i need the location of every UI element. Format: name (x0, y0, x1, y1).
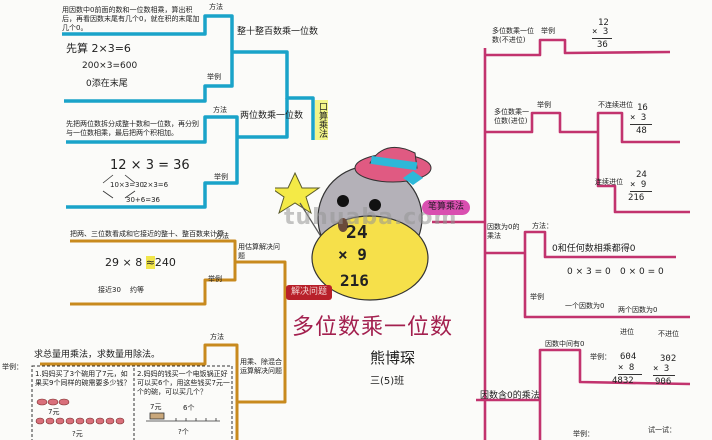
written-sub1-calc-mid: × 3 (592, 27, 613, 39)
oral-sub1-example-line2: 200×3=600 (82, 61, 138, 71)
written-sub4-b-top: 302 (660, 354, 677, 364)
written-sub2-b-result: 216 (628, 193, 645, 203)
written-sub4-label[interactable]: 因数含0的乘法 (480, 391, 540, 401)
written-sub4-branch-tag: 因数中间有0 (545, 340, 585, 348)
written-sub2-a-result: 48 (636, 126, 647, 136)
branch-solve-label[interactable]: 解决问题 (286, 285, 333, 300)
oral-sub2-label[interactable]: 两位数乘一位数 (240, 111, 304, 121)
solve-sub1-method-text: 把两、三位数看成和它接近的整十、整百数来计算 (70, 230, 224, 238)
number-line-diagram (146, 412, 220, 422)
written-sub2-label[interactable]: 多位数乘一位数(进位) (494, 108, 529, 125)
branch-oral-label[interactable]: 口算乘法 (315, 100, 328, 140)
oral-sub2-split-sum: 30+6=36 (126, 196, 160, 204)
written-sub2-a-top: 16 (637, 103, 648, 113)
solve-sub2-label[interactable]: 用乘、除混合运算解决问题 (240, 358, 282, 375)
written-sub4-a-note: 进位 (620, 328, 634, 336)
oral-sub1-method-tag: 方法 (209, 3, 223, 11)
oral-sub1-example-line3: 0添在末尾 (86, 79, 128, 89)
class-label: 三(5)班 (370, 376, 405, 387)
written-sub4-a-top: 604 (620, 352, 637, 362)
hamster-belly (311, 215, 429, 301)
solve-branch-lines (40, 239, 287, 440)
written-sub2-branch-a-tag: 不连续进位 (598, 101, 633, 109)
written-sub4-b-mid: × 3 (653, 364, 676, 376)
solve-sub1-example-tag: 举例 (208, 275, 222, 283)
split-diagram-lines (102, 174, 136, 199)
written-sub2-b-mid: × 9 (630, 180, 653, 192)
written-sub3-ex-b-note: 两个因数为0 (618, 306, 658, 314)
center-calc-top: 24 (346, 222, 368, 243)
oral-sub2-split-right: 2×3=6 (143, 181, 169, 189)
q1-label-a: 7元 (48, 408, 60, 416)
written-sub4-example-tag: 举例： (590, 353, 611, 361)
written-sub2-branch-b-tag: 连续进位 (595, 178, 623, 186)
written-sub3-ex-a-note: 一个因数为0 (565, 302, 605, 310)
written-sub4-b-result: 906 (655, 377, 672, 387)
written-sub1-example-tag: 举例 (541, 27, 555, 35)
written-sub3-ex-a: 0 × 3 = 0 (567, 267, 611, 277)
written-sub3-method-tag: 方法： (532, 222, 553, 230)
oral-sub2-method-tag: 方法 (213, 106, 227, 114)
page-title: 多位数乘一位数 (292, 315, 454, 340)
q1-label-b: ?元 (72, 430, 83, 438)
oral-sub1-label[interactable]: 整十整百数乘一位数 (237, 27, 319, 37)
written-sub2-b-top: 24 (636, 170, 647, 180)
solve-sub2-method-text: 求总量用乘法，求数量用除法。 (34, 350, 161, 360)
solve-sub2-question1: 1.妈妈买了3个碗用了7元，如果买9个同样的碗需要多少钱？ (35, 370, 131, 387)
mascot-illustration (275, 146, 432, 301)
oral-sub1-example-tag: 举例 (207, 73, 221, 81)
center-calc-result: 216 (340, 271, 369, 290)
written-sub4-a-result: 4832 (612, 376, 634, 386)
solve-sub2-example-tag: 举例： (2, 363, 23, 371)
written-sub4-a-mid: × 8 (618, 363, 643, 375)
oral-sub1-method-text: 用因数中0前面的数和一位数相乘，算出积后，再看因数末尾有几个0，就在积的末尾加几… (62, 6, 200, 32)
q2-label-b: 6个 (183, 404, 195, 412)
bowl-diagram (35, 398, 125, 425)
center-calc-mid: × 9 (338, 245, 367, 264)
q2-label-a: 7元 (150, 403, 162, 411)
right-eye (369, 199, 381, 211)
written-sub4-bottom-example-tag: 举例： (573, 430, 594, 438)
oral-sub1-example-line1: 先算 2×3=6 (66, 42, 131, 55)
solve-sub1-method-tag: 方法 (215, 232, 229, 240)
written-sub2-example-tag: 举例 (537, 101, 551, 109)
oral-sub2-split-left: 10×3=30 (110, 181, 144, 189)
written-sub3-label[interactable]: 因数为0的乘法 (487, 223, 520, 240)
solve-sub1-note-right: 约等 (130, 286, 144, 294)
written-branch-lines (432, 38, 691, 440)
solve-sub1-example-expr: 29 × 8 ≈240 (105, 256, 176, 269)
solve-sub1-label[interactable]: 用估算解决问题 (238, 243, 280, 260)
solve-sub2-question2: 2.妈妈的钱买一个电饭锅正好可以买6个，用这些钱买7元一个的碗，可以买几个？ (137, 370, 230, 396)
written-sub1-label[interactable]: 多位数乘一位数(不进位) (492, 27, 534, 44)
example-dashed-box (31, 365, 233, 440)
written-sub2-a-mid: × 3 (630, 113, 653, 125)
written-sub1-calc-result: 36 (597, 40, 608, 50)
branch-written-label[interactable]: 笔算乘法 (422, 200, 471, 215)
solve-sub1-note-left: 接近30 (98, 286, 121, 294)
oral-sub2-method-text: 先把两位数拆分成整十数和一位数，再分别与一位数相乘，最后把两个积相加。 (66, 120, 199, 137)
written-sub3-ex-b: 0 × 0 = 0 (620, 267, 664, 277)
oral-sub2-example-tag: 举例 (214, 173, 228, 181)
written-sub3-method-text: 0和任何数相乘都得0 (552, 244, 636, 254)
written-sub4-b-note: 不进位 (658, 330, 679, 338)
written-sub4-bottom-check-tag: 试一试： (648, 426, 676, 434)
star-wand-icon (275, 171, 321, 215)
left-eye (337, 195, 349, 207)
written-sub1-calc-top: 12 (598, 18, 609, 28)
oral-branch-lines (62, 14, 315, 209)
oral-sub2-example-main: 12 × 3 = 36 (110, 158, 190, 173)
solve-sub2-method-tag: 方法 (210, 333, 224, 341)
author-name: 熊博琛 (370, 349, 416, 367)
written-sub3-example-tag: 举例 (530, 293, 544, 301)
q2-label-c: ?个 (178, 428, 189, 436)
